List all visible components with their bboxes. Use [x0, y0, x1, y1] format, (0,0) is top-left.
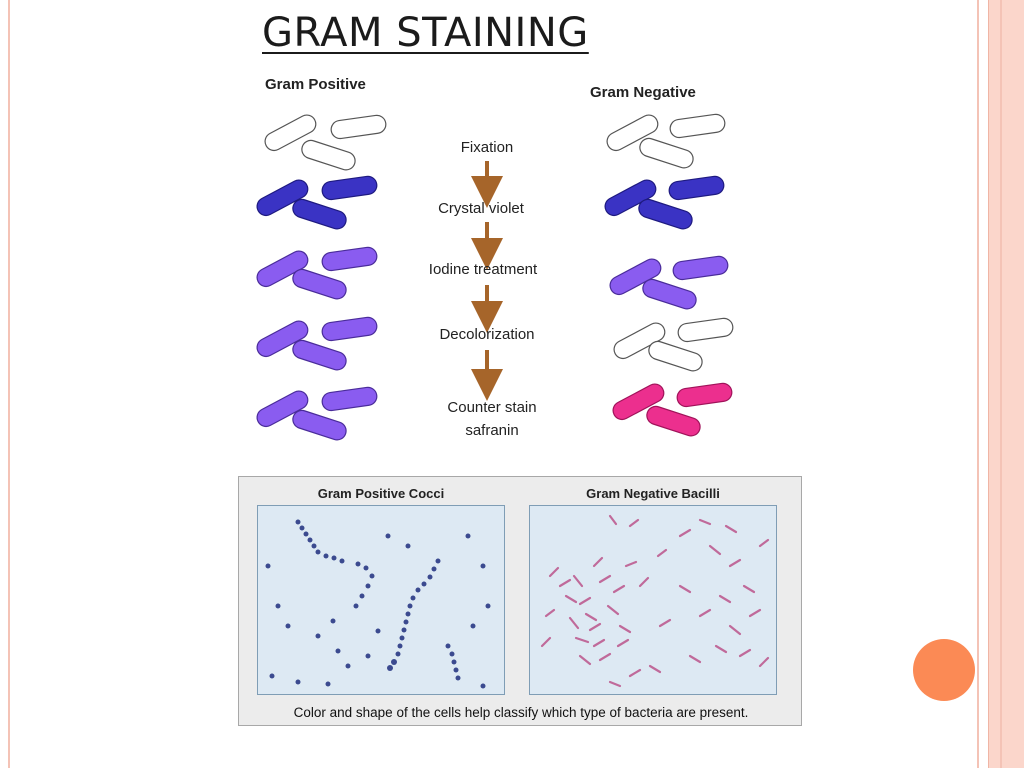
slide-frame-right-line: [977, 0, 979, 768]
step-decolorization: Decolorization: [439, 326, 534, 343]
negative-row-decolorization: [613, 317, 734, 372]
cocci-heading: Gram Positive Cocci: [317, 486, 445, 501]
negative-row-fixation: [606, 113, 726, 169]
step-iodine-treatment: Iodine treatment: [429, 261, 538, 278]
slide-frame-right-inner-line: [1000, 0, 1002, 768]
gram-positive-cocci-micrograph: [257, 505, 505, 695]
gram-positive-heading: Gram Positive: [265, 76, 366, 93]
positive-row-crystal-violet: [256, 175, 378, 230]
step-counter-stain: Counter stain: [447, 399, 536, 416]
bacilli-image: [540, 514, 770, 688]
slide-title: GRAM STAINING: [262, 10, 589, 56]
negative-row-counterstain: [612, 382, 733, 437]
positive-row-fixation: [264, 114, 387, 171]
slide-frame-right-band: [988, 0, 1024, 768]
bacilli-heading: Gram Negative Bacilli: [586, 486, 720, 501]
step-crystal-violet: Crystal violet: [438, 200, 525, 217]
micrograph-figure: Gram Positive Cocci Gram Negative Bacill…: [238, 476, 802, 726]
negative-row-iodine: [609, 255, 729, 310]
micrograph-caption: Color and shape of the cells help classi…: [293, 705, 749, 720]
gram-negative-heading: Gram Negative: [590, 84, 696, 101]
negative-row-crystal-violet: [604, 175, 725, 230]
positive-row-counterstain: [256, 386, 378, 441]
decorative-orange-circle: [913, 639, 975, 701]
gram-negative-bacilli-micrograph: [529, 505, 777, 695]
positive-row-decolorization: [256, 316, 378, 371]
cocci-image: [265, 519, 491, 689]
gram-stain-procedure-diagram: Gram Positive Gram Negative: [256, 76, 734, 441]
slide-frame-left: [8, 0, 10, 768]
step-fixation: Fixation: [461, 139, 514, 156]
positive-row-iodine: [256, 246, 378, 300]
step-safranin: safranin: [465, 422, 518, 439]
